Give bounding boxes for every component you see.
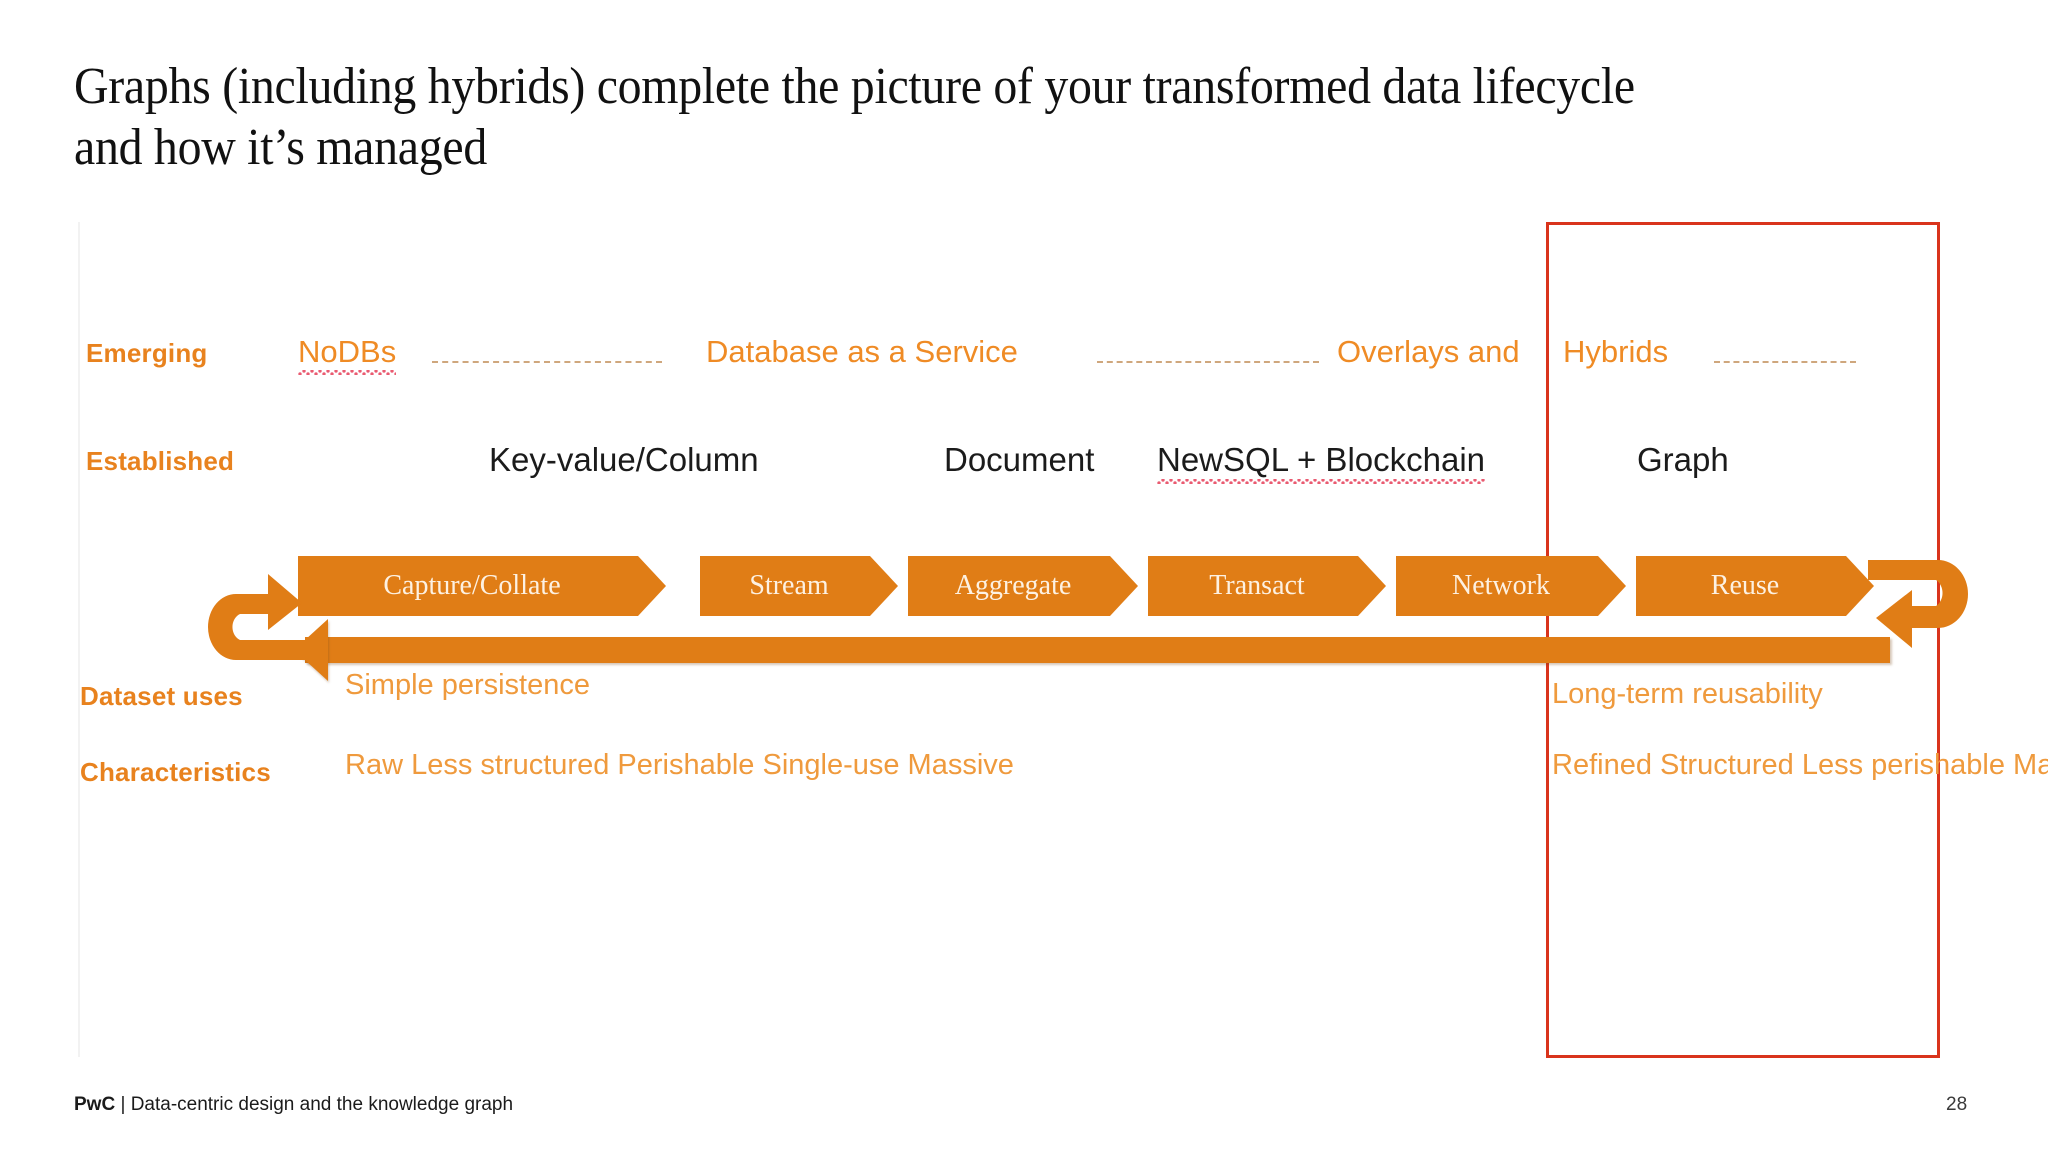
lifecycle-stage-stream[interactable]: Stream — [700, 556, 898, 616]
established-item-document: Document — [944, 441, 1095, 478]
left-arrow-icon — [305, 637, 1890, 663]
dataset-uses-left: Simple persistence — [345, 669, 590, 701]
established-item-key-value-column: Key-value/Column — [489, 441, 759, 478]
footer-deck-title: Data-centric design and the knowledge gr… — [130, 1094, 514, 1115]
row-label-characteristics: Characteristics — [80, 757, 271, 787]
left-guide-rule — [78, 222, 80, 1057]
curved-loop-arrow-left-icon — [206, 556, 308, 663]
spellcheck-underline-icon — [298, 370, 397, 375]
lifecycle-stage-network[interactable]: Network — [1396, 556, 1626, 616]
dashed-connector-3 — [1714, 361, 1856, 363]
dashed-connector-1 — [432, 361, 662, 363]
dashed-connector-2 — [1097, 361, 1319, 363]
row-label-established: Established — [86, 446, 235, 476]
spellcheck-underline-icon — [1157, 479, 1486, 484]
established-item-graph: Graph — [1637, 441, 1729, 478]
established-item-newsql-blockchain-label: NewSQL + Blockchain — [1157, 441, 1486, 478]
page-title: Graphs (including hybrids) complete the … — [74, 58, 1635, 177]
characteristics-right-list: Refined Structured Less perishable Many … — [1552, 749, 2048, 781]
footer-separator: | — [120, 1094, 126, 1115]
emerging-item-hybrids: Hybrids — [1563, 334, 1669, 369]
emerging-item-nodbs-label: NoDBs — [298, 334, 397, 369]
curved-loop-arrow-right-icon — [1868, 556, 1976, 663]
lifecycle-stage-capture-collate[interactable]: Capture/Collate — [298, 556, 666, 616]
lifecycle-stage-reuse[interactable]: Reuse — [1636, 556, 1874, 616]
emerging-item-overlays-and: Overlays and — [1337, 334, 1520, 369]
emerging-item-nodbs: NoDBs — [298, 334, 397, 375]
row-label-emerging: Emerging — [86, 338, 208, 368]
lifecycle-stage-aggregate[interactable]: Aggregate — [908, 556, 1138, 616]
lifecycle-stage-transact[interactable]: Transact — [1148, 556, 1386, 616]
footer: PwC | Data-centric design and the knowle… — [74, 1094, 513, 1116]
emerging-item-database-as-a-service: Database as a Service — [706, 334, 1018, 369]
footer-brand: PwC — [74, 1094, 116, 1115]
dataset-uses-right: Long-term reusability — [1552, 678, 1823, 710]
row-label-dataset-uses: Dataset uses — [80, 681, 243, 711]
page-number: 28 — [1946, 1094, 1968, 1115]
characteristics-left-list: Raw Less structured Perishable Single-us… — [345, 749, 1014, 781]
established-item-newsql-blockchain: NewSQL + Blockchain — [1157, 441, 1486, 484]
